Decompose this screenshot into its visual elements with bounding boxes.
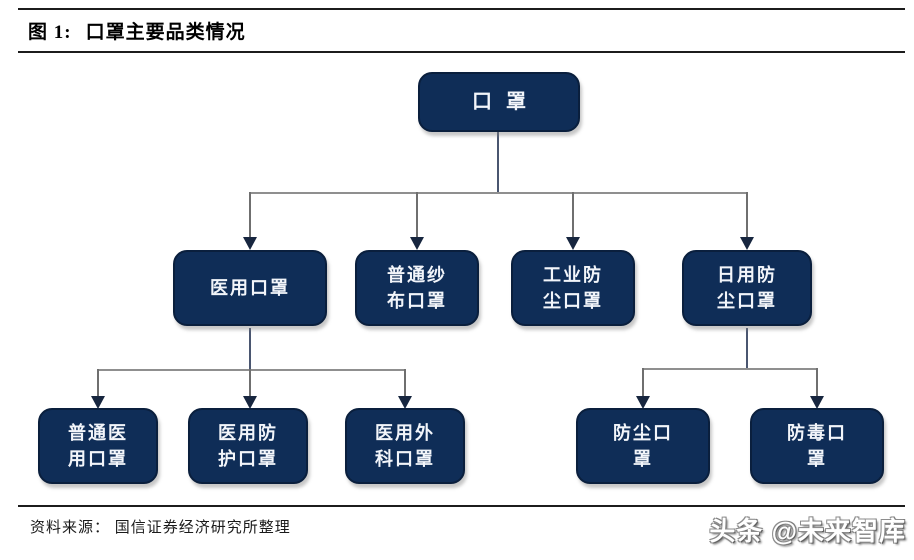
- node-daily-dust-mask: 日用防 尘口罩: [682, 250, 812, 326]
- arrowhead-gauze: [410, 237, 424, 250]
- node-dust-mask: 防尘口 罩: [576, 408, 710, 484]
- arrowhead-industrial: [566, 237, 580, 250]
- header-bottom-rule: [18, 51, 905, 53]
- node-label: 工业防 尘口罩: [543, 264, 603, 311]
- arrowhead-medical-protective: [243, 396, 257, 409]
- node-gas-mask: 防毒口 罩: [750, 408, 884, 484]
- node-medical-surgical-mask: 医用外 科口罩: [345, 408, 465, 484]
- node-label: 普通医 用口罩: [68, 422, 128, 469]
- node-medical-protective-mask: 医用防 护口罩: [188, 408, 308, 484]
- arrowhead-gas: [810, 396, 824, 409]
- node-label: 防毒口 罩: [787, 422, 847, 469]
- node-industrial-dust-mask: 工业防 尘口罩: [511, 250, 635, 326]
- node-ordinary-medical-mask: 普通医 用口罩: [38, 408, 158, 484]
- arrowhead-dust: [636, 396, 650, 409]
- footer-rule: [18, 505, 905, 507]
- figure-label: 图 1:: [28, 22, 72, 43]
- figure-title: 口罩主要品类情况: [85, 22, 246, 43]
- node-label: 口罩: [472, 90, 540, 113]
- arrowhead-ordinary-medical: [91, 396, 105, 409]
- node-label: 医用防 护口罩: [218, 422, 278, 469]
- node-label: 医用外 科口罩: [375, 422, 435, 469]
- figure-header: 图 1: 口罩主要品类情况: [28, 17, 246, 44]
- node-medical-mask: 医用口罩: [173, 250, 327, 326]
- node-label: 普通纱 布口罩: [387, 264, 447, 311]
- toutiao-watermark: 头条 @未来智库: [709, 516, 906, 546]
- arrowhead-medical-surgical: [398, 396, 412, 409]
- header-top-rule: [18, 8, 905, 10]
- node-label: 医用口罩: [210, 277, 290, 298]
- node-gauze-mask: 普通纱 布口罩: [355, 250, 479, 326]
- node-mask-root: 口罩: [418, 72, 580, 132]
- node-label: 防尘口 罩: [613, 422, 673, 469]
- arrowhead-medical: [243, 237, 257, 250]
- node-label: 日用防 尘口罩: [717, 264, 777, 311]
- source-attribution: 资料来源： 国信证券经济研究所整理: [30, 520, 291, 536]
- arrowhead-daily: [740, 237, 754, 250]
